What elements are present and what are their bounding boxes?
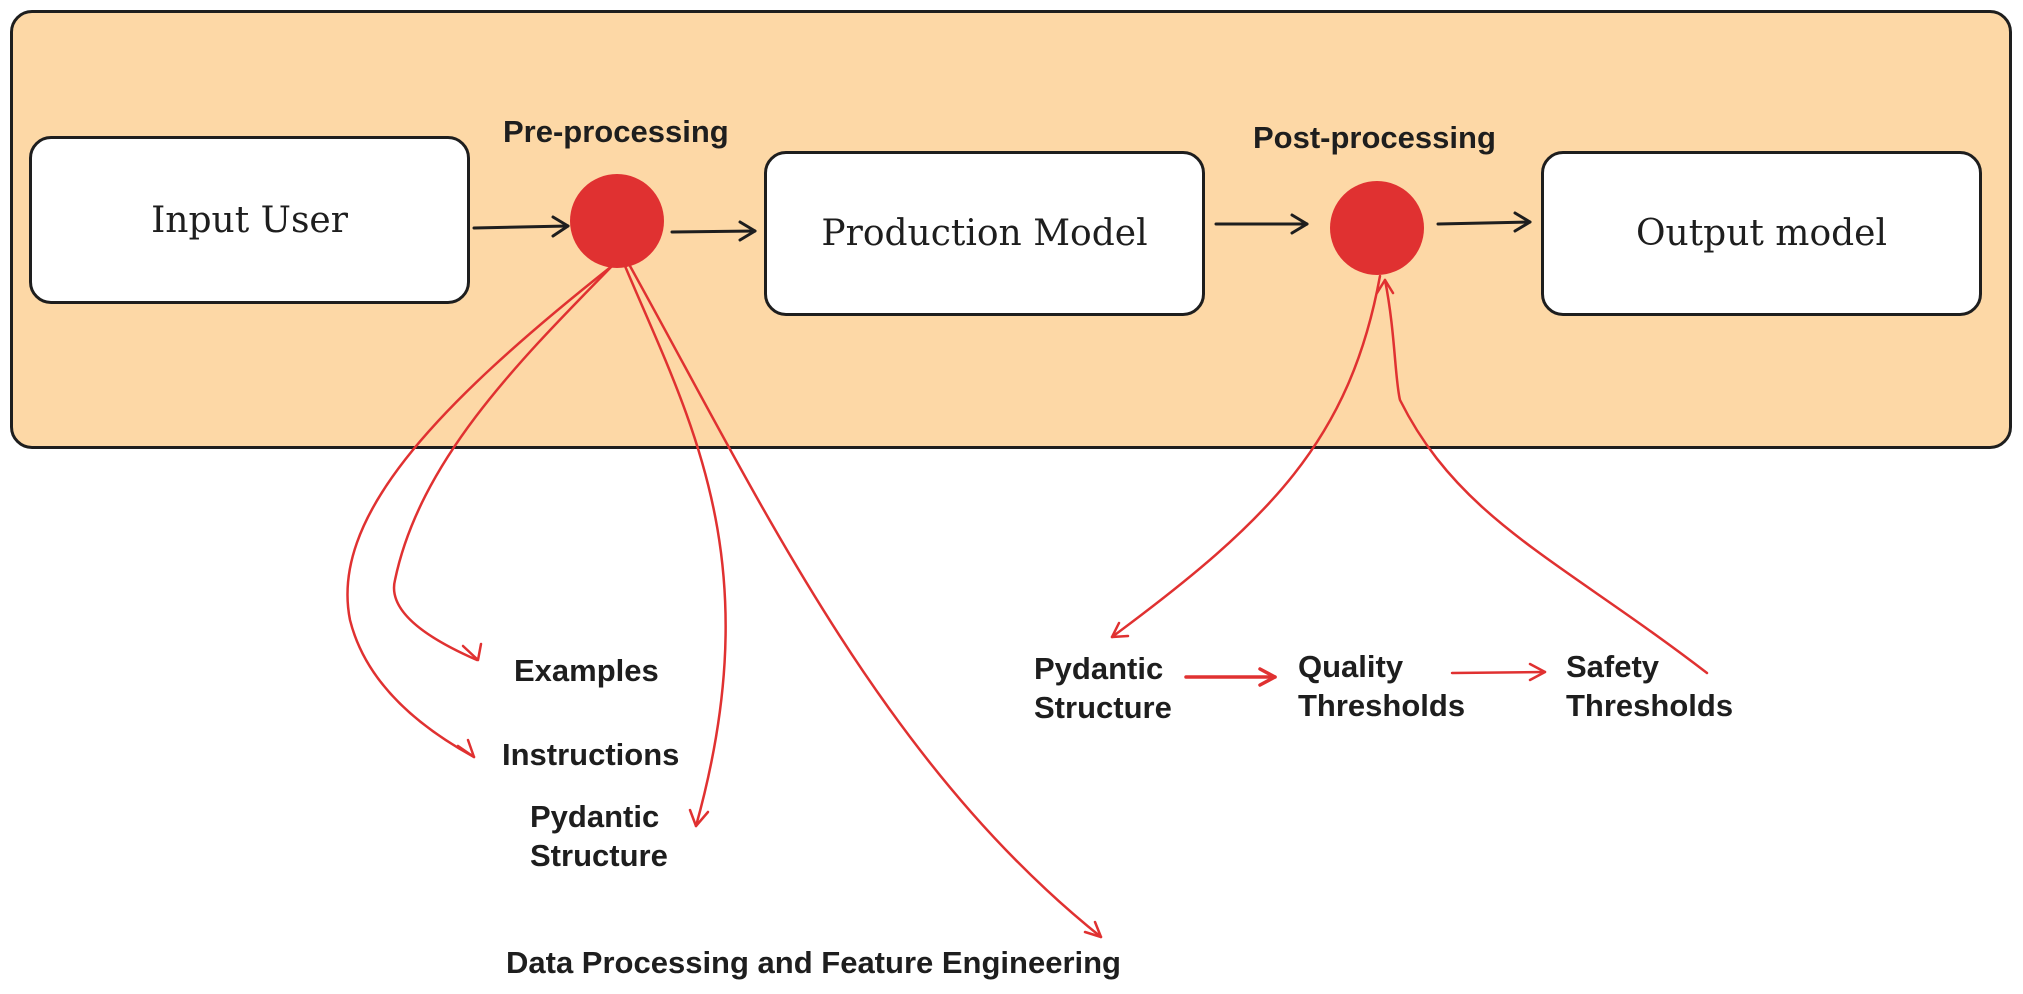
arrow-head xyxy=(1258,667,1277,687)
arrow-input-to-preprocessing xyxy=(472,224,570,230)
quality-line1: Quality xyxy=(1298,649,1404,684)
arrow-head xyxy=(461,642,483,662)
arrow-head xyxy=(456,738,476,759)
arrow-head xyxy=(1375,278,1395,295)
pre-pydantic-line2: Structure xyxy=(530,837,668,873)
arrow-postprocessing-to-output xyxy=(1436,220,1532,226)
post-pydantic-line2: Structure xyxy=(1034,689,1172,725)
arrow-head xyxy=(738,220,757,242)
data-processing-label: Data Processing and Feature Engineering xyxy=(506,945,1121,980)
quality-thresholds-label: Quality Thresholds xyxy=(1298,648,1465,726)
input-user-box: Input User xyxy=(29,136,470,304)
arrow-head xyxy=(1110,621,1130,639)
safety-line1: Safety xyxy=(1566,649,1660,684)
pre-pydantic-line1: Pydantic xyxy=(530,799,660,834)
pre-pydantic-structure-label: Pydantic Structure xyxy=(530,798,668,876)
safety-thresholds-label: Safety Thresholds xyxy=(1566,648,1733,726)
arrow-to-data-processing xyxy=(628,264,1103,939)
output-model-box: Output model xyxy=(1541,151,1982,316)
quality-line2: Thresholds xyxy=(1298,687,1466,723)
safety-line2: Thresholds xyxy=(1566,687,1734,723)
arrow-safety-to-postprocessing xyxy=(1383,278,1709,675)
preprocessing-title: Pre-processing xyxy=(503,114,729,149)
post-pydantic-line1: Pydantic xyxy=(1034,651,1164,686)
arrow-quality-to-safety xyxy=(1450,670,1547,675)
arrow-to-post-pydantic xyxy=(1110,274,1382,639)
arrow-head xyxy=(688,808,710,828)
arrow-preprocessing-to-production xyxy=(670,229,757,234)
output-model-label: Output model xyxy=(1636,213,1887,254)
arrow-head xyxy=(551,215,570,238)
postprocessing-title: Post-processing xyxy=(1253,120,1496,155)
post-pydantic-structure-label: Pydantic Structure xyxy=(1034,650,1172,728)
production-model-label: Production Model xyxy=(821,213,1148,254)
arrow-head xyxy=(1528,662,1547,682)
arrow-to-instructions xyxy=(346,264,614,759)
arrow-head xyxy=(1083,920,1103,939)
production-model-box: Production Model xyxy=(764,151,1205,316)
examples-label: Examples xyxy=(514,653,659,688)
arrow-to-pydantic-structure xyxy=(623,264,727,828)
preprocessing-node xyxy=(570,174,664,268)
arrow-to-examples xyxy=(392,264,614,662)
arrow-head xyxy=(1513,211,1532,233)
input-user-label: Input User xyxy=(151,199,348,241)
arrow-head xyxy=(1290,213,1309,235)
instructions-label: Instructions xyxy=(502,737,680,772)
postprocessing-node xyxy=(1330,181,1424,275)
